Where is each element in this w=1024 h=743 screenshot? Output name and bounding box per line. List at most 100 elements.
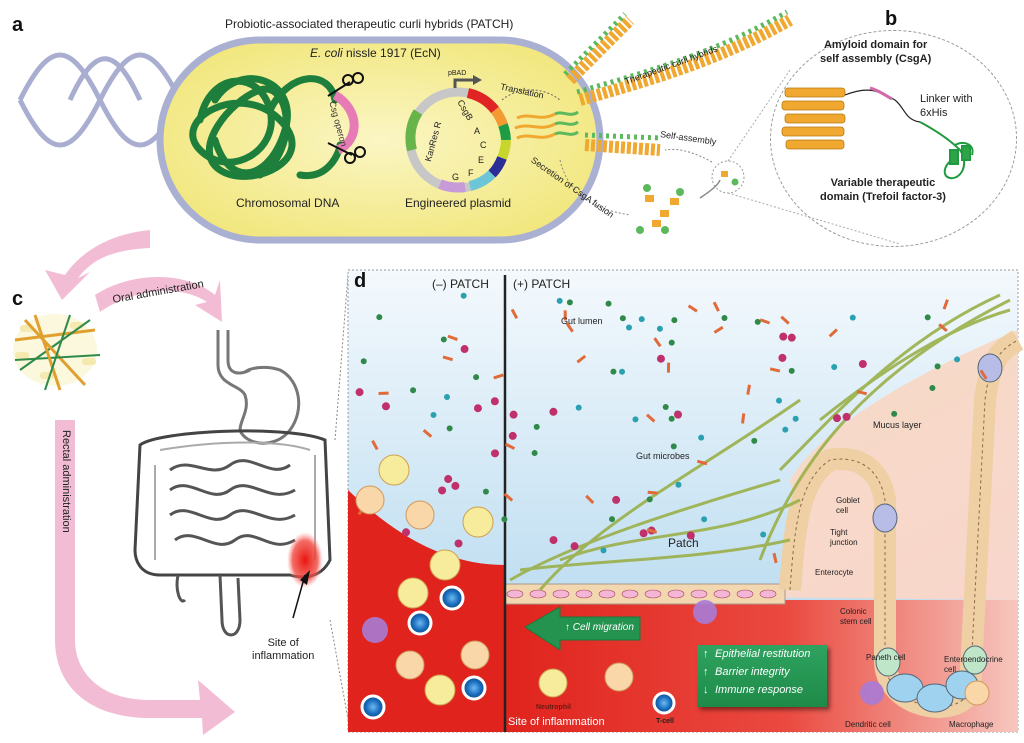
microbe (565, 322, 574, 333)
enterocyte-nucleus (529, 589, 547, 599)
microbe (440, 336, 447, 343)
microbe (776, 397, 783, 404)
microbe (501, 516, 508, 523)
enterocyte-nucleus (713, 589, 731, 599)
gene-e: E (478, 155, 485, 165)
microbe (376, 314, 383, 321)
microbe (671, 317, 678, 324)
goblet-line-1: Goblet (836, 496, 860, 505)
linker-line-2: 6xHis (920, 107, 948, 119)
paneth-cell-label: Paneth cell (866, 653, 906, 662)
panel-b-zoom-circle (770, 30, 1017, 247)
goblet-line-2: cell (836, 506, 849, 515)
microbe (792, 415, 799, 422)
microbe (460, 292, 467, 299)
microbe (371, 439, 379, 451)
enterocyte-nucleus (644, 589, 662, 599)
microbe (626, 324, 633, 331)
inflammation-site (287, 532, 323, 588)
microbe (632, 416, 639, 423)
neutrophil-label: Neutrophil (536, 704, 571, 711)
panel-letter-c: c (12, 288, 24, 310)
gene-g: G (452, 172, 460, 182)
enterocyte-nucleus (575, 589, 593, 599)
enterocyte-nucleus (552, 589, 570, 599)
microbe (712, 301, 720, 312)
enterocyte-nucleus (667, 589, 685, 599)
patch-mesh (13, 314, 101, 391)
microbe (619, 368, 626, 375)
dendritic-cell-label: Dendritic cell (845, 720, 891, 729)
microbe (645, 413, 656, 423)
microbe (954, 356, 961, 363)
mucus-layer-label: Mucus layer (873, 420, 922, 430)
promoter-label: pBAD (448, 70, 467, 77)
entero-line-1: Enteroendocrine (944, 655, 1003, 664)
tcell-label: T-cell (656, 718, 674, 725)
dna-double-helix (17, 52, 183, 148)
microbe (619, 315, 626, 322)
microbe (447, 334, 458, 341)
microbe (638, 316, 645, 323)
scissors-icon (327, 72, 366, 164)
linker-label: Linker with 6xHis (920, 92, 973, 120)
rectal-administration-label: Rectal administration (60, 430, 72, 533)
tight-line-1: Tight (830, 528, 848, 537)
microbe (646, 528, 658, 534)
microbe (410, 387, 417, 394)
cell-migration-label: ↑ Cell migration (565, 622, 634, 633)
microbe (508, 431, 517, 440)
microbe (713, 325, 724, 334)
microbe (782, 426, 789, 433)
microbe (701, 516, 708, 523)
entero-line-2: cell (944, 665, 957, 674)
amyloid-line-1: Amyloid domain for (823, 39, 928, 51)
microbe (566, 299, 573, 306)
panel-letter-b: b (885, 8, 898, 30)
microbe (746, 384, 751, 395)
down-arrow-icon: ↓ (703, 684, 709, 696)
microbe (490, 397, 499, 406)
variable-line-1: Variable therapeutic (830, 177, 936, 189)
microbe (938, 323, 948, 333)
patch-label: Patch (668, 536, 699, 550)
microbe (378, 391, 389, 395)
microbe (769, 367, 781, 373)
rectal-arrow (55, 420, 235, 735)
strain-italic: E. coli (310, 46, 343, 60)
gut-lumen-label: Gut lumen (561, 316, 603, 326)
microbe (460, 345, 469, 354)
microbe (451, 481, 460, 490)
enterocyte-nucleus (506, 589, 524, 599)
microbe (787, 333, 796, 342)
microbe (510, 308, 519, 320)
inflammation-line-2: inflammation (252, 650, 315, 662)
panel-letter-a: a (12, 14, 24, 36)
up-arrow-icon: ↑ (703, 648, 709, 660)
inflammation-line-1: Site of (267, 637, 299, 649)
microbe (788, 367, 795, 374)
microbe (670, 443, 677, 450)
microbe (979, 369, 988, 380)
microbe (686, 531, 695, 540)
cell-migration-text: Cell migration (572, 622, 634, 633)
microbe (842, 412, 851, 421)
microbe (696, 459, 708, 466)
up-arrow-icon: ↑ (565, 622, 573, 633)
microbe (563, 310, 567, 321)
inflammation-label: Site of inflammation (252, 637, 314, 663)
microbe (533, 423, 540, 430)
effect-item: ↓Immune response (697, 681, 827, 699)
microbe (493, 373, 504, 380)
crypt-base-cells (872, 353, 1003, 713)
enterocyte-label: Enterocyte (815, 568, 854, 577)
microbe (828, 328, 838, 338)
csg-operon (332, 91, 359, 155)
microbe (491, 449, 500, 458)
arrow-to-c (45, 230, 150, 300)
effect-label: Barrier integrity (715, 666, 790, 678)
site-of-inflammation-label: Site of inflammation (508, 716, 605, 728)
microbe (422, 429, 433, 438)
microbe (687, 304, 698, 313)
microbe (646, 496, 653, 503)
